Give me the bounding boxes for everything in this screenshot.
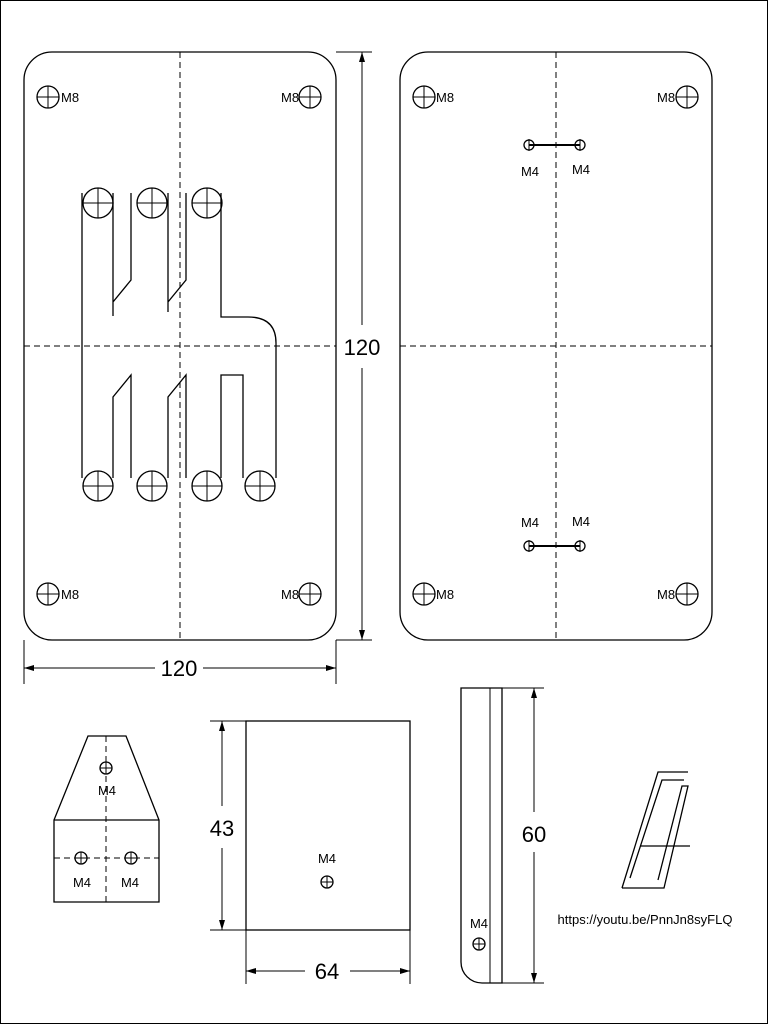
m4-hole: [99, 761, 113, 775]
box-height-value: 43: [210, 816, 234, 841]
m8-hole-top-right: [298, 85, 322, 109]
m4-label: M4: [470, 916, 488, 931]
m4-label: M4: [73, 875, 91, 890]
m8-label: M8: [657, 587, 675, 602]
plate-height-value: 120: [344, 335, 381, 360]
m4-label: M4: [121, 875, 139, 890]
m4-label: M4: [98, 783, 116, 798]
m8-hole-bottom-right: [675, 582, 699, 606]
l-bracket: M4: [460, 687, 503, 984]
bracket-height-value: 60: [522, 822, 546, 847]
right-plate: M8 M8 M8 M8 M4 M4 M4 M4: [399, 51, 713, 641]
box-height-dimension: 43: [210, 720, 246, 931]
m4-slot-bottom: [523, 540, 586, 552]
m8-hole-top-left: [412, 85, 436, 109]
m8-label: M8: [61, 90, 79, 105]
m8-label: M8: [61, 587, 79, 602]
m4-slot-top: [523, 139, 586, 151]
m4-label: M4: [572, 514, 590, 529]
gate-end-top-1: [82, 187, 114, 219]
trapezoid-bracket: M4 M4 M4: [53, 735, 160, 903]
m8-label: M8: [657, 90, 675, 105]
box-width-value: 64: [315, 959, 339, 984]
m4-hole: [472, 937, 486, 951]
m8-hole-bottom-left: [36, 582, 60, 606]
video-link[interactable]: https://youtu.be/PnnJn8syFLQ: [558, 912, 733, 927]
m4-label: M4: [521, 164, 539, 179]
aj-logo: [621, 771, 690, 889]
rectangular-part: M4: [245, 720, 411, 931]
m8-label: M8: [436, 587, 454, 602]
gate-end-top-2: [136, 187, 168, 219]
m8-label: M8: [281, 587, 299, 602]
m8-hole-bottom-right: [298, 582, 322, 606]
m4-hole: [74, 851, 88, 865]
m8-label: M8: [281, 90, 299, 105]
gate-end-top-3: [191, 187, 223, 219]
m8-hole-top-right: [675, 85, 699, 109]
gate-end-bottom-1: [82, 470, 114, 502]
plate-height-dimension: 120: [336, 51, 381, 641]
shift-gate-slot: [81, 193, 277, 478]
plate-width-value: 120: [161, 656, 198, 681]
left-plate: M8 M8 M8 M8: [23, 51, 337, 641]
m4-label: M4: [521, 515, 539, 530]
plate-width-dimension: 120: [23, 640, 337, 684]
m8-label: M8: [436, 90, 454, 105]
m4-hole: [320, 875, 334, 889]
m4-hole: [124, 851, 138, 865]
m8-hole-top-left: [36, 85, 60, 109]
gate-end-bottom-2: [136, 470, 168, 502]
bracket-height-dimension: 60: [502, 687, 546, 984]
gate-end-bottom-4: [244, 470, 276, 502]
m4-label: M4: [572, 162, 590, 177]
box-width-dimension: 64: [245, 930, 411, 984]
gate-end-bottom-3: [191, 470, 223, 502]
m4-label: M4: [318, 851, 336, 866]
m8-hole-bottom-left: [412, 582, 436, 606]
